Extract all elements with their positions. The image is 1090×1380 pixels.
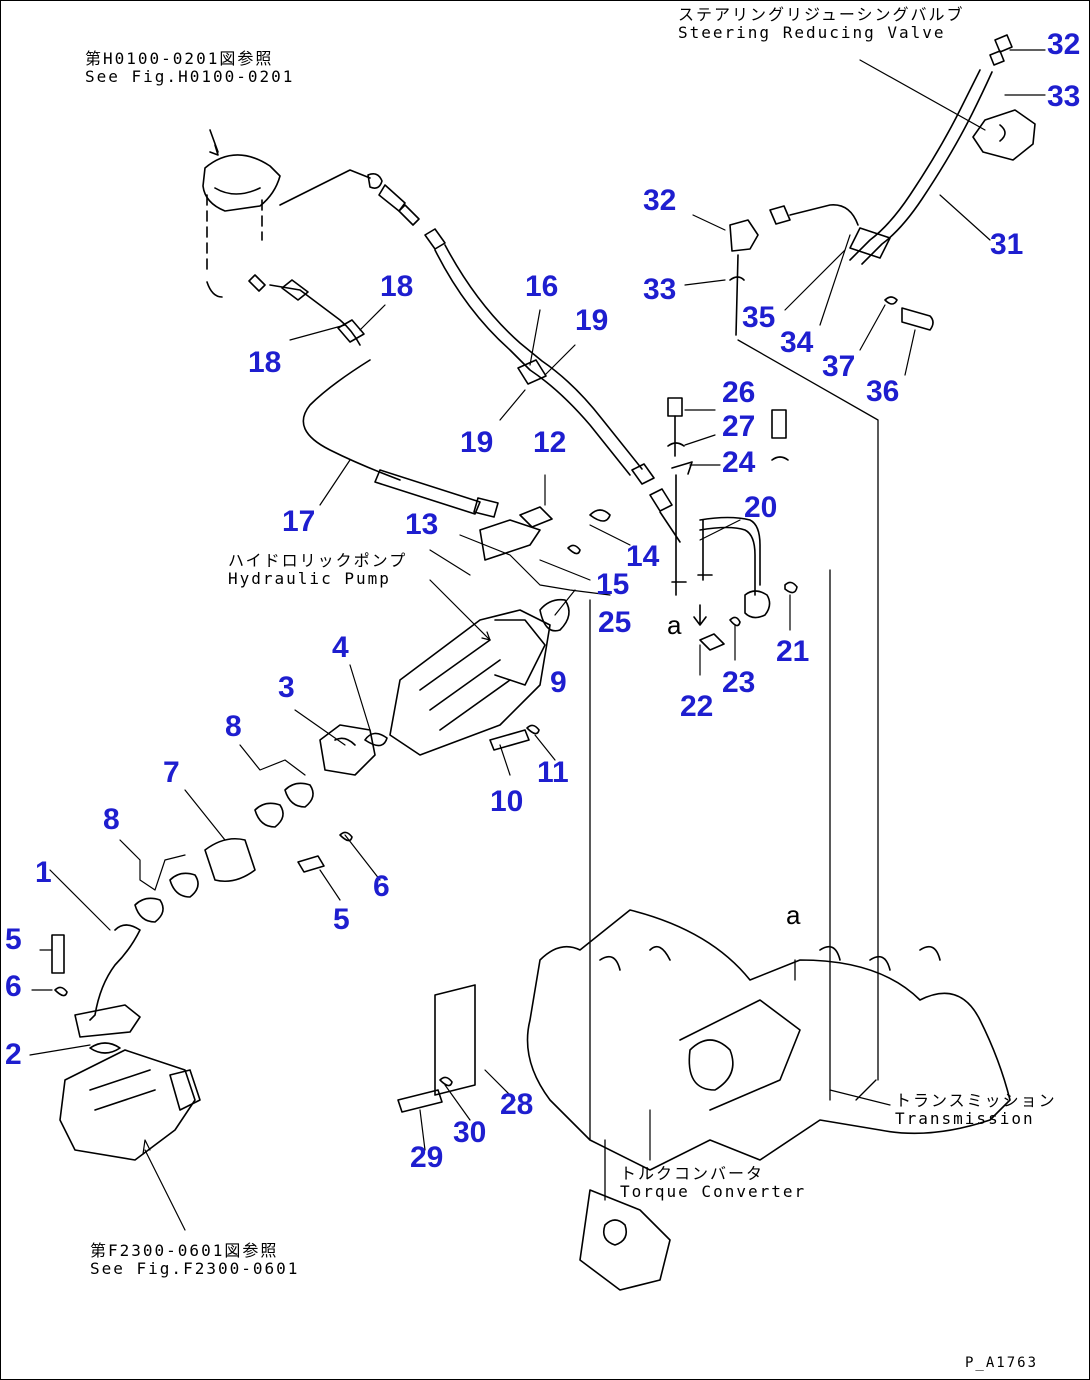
part-callout: 8 [225, 710, 242, 743]
part-callout: 15 [596, 568, 630, 601]
part-callout: 20 [744, 491, 778, 524]
transfer-case [59, 1049, 201, 1161]
bottom-reference-ja: 第F2300-0601図参照 [90, 1241, 279, 1260]
leader-lines [29, 49, 1046, 1231]
part-callout: 10 [490, 785, 524, 818]
part-callout: 35 [742, 301, 776, 334]
suction-piping [51, 724, 388, 1054]
guide-lines [589, 339, 879, 1201]
part-callout: 32 [643, 184, 677, 217]
torque-converter-label: トルクコンバータ Torque Converter [620, 1165, 806, 1201]
steering-valve-label-en: Steering Reducing Valve [678, 23, 946, 42]
part-callout: 24 [722, 446, 756, 479]
bottom-reference-en: See Fig.F2300-0601 [90, 1259, 300, 1278]
part-callout: 30 [453, 1116, 487, 1149]
top-reference-note: 第H0100-0201図参照 See Fig.H0100-0201 [85, 50, 294, 86]
hydraulic-pump-label: ハイドロリックポンプ Hydraulic Pump [228, 552, 407, 588]
view-marker-a: a [786, 900, 801, 930]
part-callout: 25 [598, 606, 632, 639]
steering-valve-label-ja: ステアリングリジューシングバルブ [678, 5, 965, 24]
bottom-reference-note: 第F2300-0601図参照 See Fig.F2300-0601 [90, 1242, 299, 1278]
hydraulic-pump-label-en: Hydraulic Pump [228, 569, 391, 588]
part-callout: 19 [575, 304, 609, 337]
transmission-housing [397, 909, 1011, 1291]
part-callout: 18 [380, 270, 414, 303]
part-callout: 6 [373, 870, 390, 903]
transmission-label-ja: トランスミッション [895, 1091, 1057, 1110]
part-callout: 33 [1047, 80, 1081, 113]
hydraulic-pump-label-ja: ハイドロリックポンプ [228, 551, 408, 570]
view-marker-a: a [667, 610, 682, 640]
part-callout: 34 [780, 326, 814, 359]
torque-converter-label-en: Torque Converter [620, 1182, 807, 1201]
hydraulic-tank [202, 129, 281, 298]
part-callout: 5 [5, 923, 22, 956]
part-callout: 13 [405, 508, 439, 541]
part-callout: 36 [866, 375, 900, 408]
part-callout: 21 [776, 635, 810, 668]
part-callout: 12 [533, 426, 567, 459]
part-callout: 14 [626, 540, 660, 573]
lower-hose [248, 274, 499, 518]
pipe-20-assembly [667, 397, 798, 651]
part-callout: 22 [680, 690, 714, 723]
part-callout: 17 [282, 505, 316, 538]
part-callout: 27 [722, 410, 756, 443]
part-callout: 9 [550, 666, 567, 699]
part-callout: 31 [990, 228, 1024, 261]
part-callout: 23 [722, 666, 756, 699]
part-callout: 19 [460, 426, 494, 459]
part-callout: 7 [163, 756, 180, 789]
part-callout: 8 [103, 803, 120, 836]
part-callout: 29 [410, 1141, 444, 1174]
part-callout: 3 [278, 671, 295, 704]
top-reference-ja: 第H0100-0201図参照 [85, 49, 274, 68]
top-reference-en: See Fig.H0100-0201 [85, 67, 295, 86]
steering-valve-assembly [729, 34, 1036, 336]
part-callout: 18 [248, 346, 282, 379]
part-callout: 6 [5, 970, 22, 1003]
hydraulic-pump [389, 506, 611, 756]
part-callout: 28 [500, 1088, 534, 1121]
part-callout: 4 [332, 631, 349, 664]
torque-converter-label-ja: トルクコンバータ [620, 1164, 765, 1183]
part-callout: 2 [5, 1038, 22, 1071]
part-callout: 11 [537, 756, 569, 789]
part-callout: 5 [333, 903, 350, 936]
transmission-label-en: Transmission [895, 1109, 1035, 1128]
upper-hose [279, 169, 681, 543]
part-callout: 37 [822, 350, 856, 383]
part-callout: 26 [722, 376, 756, 409]
part-callout: 1 [35, 856, 52, 889]
drawing-id: P_A1763 [965, 1355, 1039, 1371]
part-callout: 32 [1047, 28, 1081, 61]
part-callout: 33 [643, 273, 677, 306]
steering-valve-label: ステアリングリジューシングバルブ Steering Reducing Valve [678, 6, 965, 42]
part-callout: 16 [525, 270, 559, 303]
transmission-label: トランスミッション Transmission [895, 1092, 1057, 1128]
